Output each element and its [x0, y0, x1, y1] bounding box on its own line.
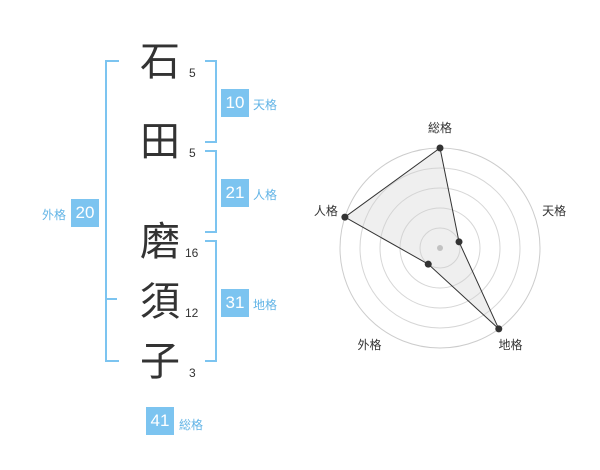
- soukaku-value: 41: [146, 407, 174, 435]
- name-char-2: 田: [140, 119, 180, 165]
- stroke-count-2: 5: [189, 146, 196, 160]
- tenkaku-value: 10: [221, 89, 249, 117]
- gaikaku-bracket: [105, 60, 119, 362]
- radar-point-2: [455, 238, 463, 246]
- soukaku-label: 総格: [179, 418, 204, 432]
- stroke-count-5: 3: [189, 366, 196, 380]
- radar-axis-label-3: 地格: [499, 337, 523, 352]
- radar-axis-label-1: 総格: [428, 120, 452, 135]
- gaikaku-bracket-tick: [105, 298, 117, 300]
- name-char-5: 子: [140, 339, 180, 385]
- radar-axis-label-4: 外格: [357, 337, 381, 352]
- chikaku-bracket: [205, 240, 217, 362]
- name-char-1: 石: [140, 39, 180, 85]
- stroke-count-3: 16: [185, 246, 199, 260]
- radar-ring: [359, 167, 521, 329]
- radar-point-1: [436, 144, 444, 152]
- name-char-4: 須: [140, 279, 180, 325]
- stroke-count-1: 5: [189, 66, 196, 80]
- gaikaku-value: 20: [71, 199, 99, 227]
- radar-ring: [419, 227, 461, 269]
- radar-point-4: [424, 260, 432, 268]
- radar-point-5: [341, 213, 349, 221]
- jinkaku-label: 人格: [253, 188, 278, 202]
- radar-ring: [379, 187, 501, 309]
- radar-axis-label-5: 人格: [314, 203, 338, 218]
- radar-point-3: [495, 325, 503, 333]
- jinkaku-bracket: [205, 150, 217, 233]
- chikaku-value: 31: [221, 289, 249, 317]
- radar-polygon: [343, 147, 500, 330]
- jinkaku-value: 21: [221, 179, 249, 207]
- chikaku-label: 地格: [253, 298, 278, 312]
- stroke-count-4: 12: [185, 306, 199, 320]
- tenkaku-bracket: [205, 60, 217, 143]
- gaikaku-label: 外格: [42, 208, 67, 222]
- radar-axis-label-2: 天格: [542, 203, 566, 218]
- radar-center: [437, 245, 443, 251]
- name-char-3: 磨: [140, 219, 180, 265]
- tenkaku-label: 天格: [253, 98, 278, 112]
